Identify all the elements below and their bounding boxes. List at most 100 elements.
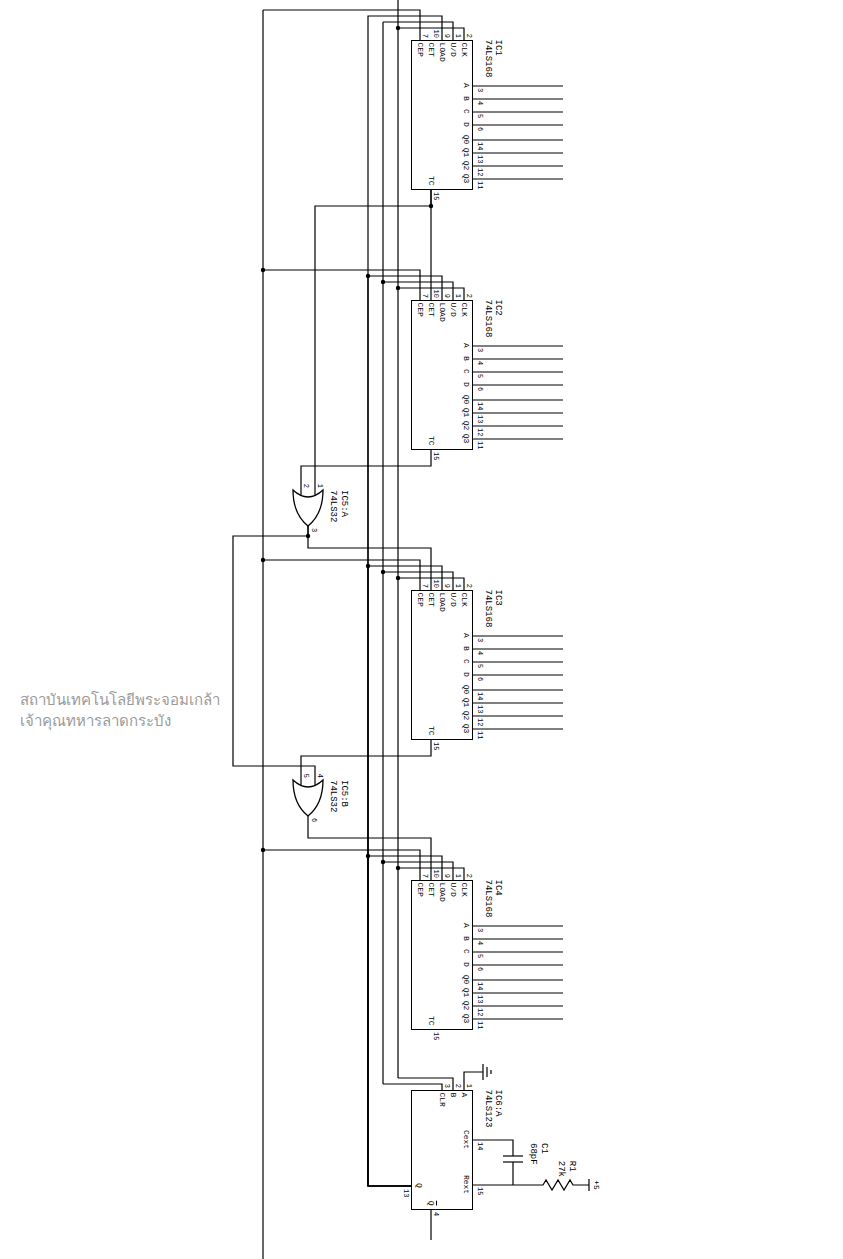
wire	[473, 425, 563, 426]
wire	[473, 992, 563, 993]
or-gate: IC5:B 74LS32	[293, 780, 323, 816]
pin-number: 15	[432, 1032, 439, 1040]
wire	[486, 1067, 487, 1077]
pin-number: 5	[476, 114, 483, 118]
wire	[263, 270, 420, 300]
pin-number: 5	[476, 664, 483, 668]
pin-name: Q2	[463, 711, 471, 721]
pin-number: 14	[476, 692, 483, 700]
pin-name: Q2	[463, 161, 471, 171]
pin-number: 14	[476, 982, 483, 990]
wire	[382, 22, 383, 1084]
pin-name: C	[463, 949, 471, 954]
pin-name: CET	[428, 883, 436, 897]
pin-number: 2	[465, 874, 472, 878]
pin-name: Q1	[463, 408, 471, 418]
pin-name: Q3	[463, 434, 471, 444]
pin-name: CET	[428, 593, 436, 607]
pin-name: U/D	[450, 593, 458, 607]
wire	[473, 412, 563, 413]
pin-name: C	[463, 109, 471, 114]
supply-label: +5	[592, 1180, 600, 1190]
pin-name: LOAD	[439, 593, 447, 612]
wire	[473, 728, 563, 729]
pin-name: Q2	[463, 1001, 471, 1011]
junction-dot	[381, 570, 385, 574]
pin-name: Rext	[463, 1175, 471, 1194]
pin-number: 6	[476, 127, 483, 131]
pin-name: D	[463, 962, 471, 967]
pin-number: 13	[476, 415, 483, 423]
pin-number: 3	[443, 1084, 450, 1088]
counter-ic: IC2 74LS168CLKU/DLOADCETCEPABCDQ0Q1Q2Q3T…	[411, 300, 473, 450]
counter-ic: IC4 74LS168CLKU/DLOADCETCEPABCDQ0Q1Q2Q3T…	[411, 880, 473, 1030]
pin-number: 3	[476, 88, 483, 92]
pin-name: U/D	[450, 883, 458, 897]
pin-name: CET	[428, 303, 436, 317]
pin-number: 2	[465, 34, 472, 38]
component-label: C1 68pF	[527, 1143, 549, 1165]
pin-name: Q3	[463, 174, 471, 184]
pin-number: 14	[476, 1142, 483, 1150]
wire	[473, 661, 563, 662]
wire	[464, 1072, 483, 1090]
wire	[503, 1155, 523, 1156]
pin-name: TC	[428, 726, 436, 736]
pin-number: 15	[432, 452, 439, 460]
pin-number: 13	[476, 705, 483, 713]
counter-ic: IC1 74LS168CLKU/DLOADCETCEPABCDQ0Q1Q2Q3T…	[411, 40, 473, 190]
wire	[473, 964, 563, 965]
pin-name: CEP	[417, 303, 425, 317]
watermark: สถาบันเทคโนโลยีพระจอมเกล้าเจ้าคุณทหารลาด…	[20, 690, 220, 732]
junction-dot	[396, 26, 400, 30]
pin-number: 1	[454, 34, 461, 38]
pin-name: Q	[416, 1183, 424, 1188]
pin-number: 9	[443, 294, 450, 298]
pin-name: Q	[428, 1201, 436, 1206]
pin-name: A	[463, 923, 471, 928]
pin-name: CLK	[461, 43, 469, 57]
pin-name: Cext	[463, 1130, 471, 1149]
pin-number: 12	[476, 428, 483, 436]
pin-number: 10	[432, 870, 439, 878]
pin-number: 13	[476, 155, 483, 163]
part-label: IC2 74LS168	[482, 300, 504, 338]
pin-number: 9	[443, 34, 450, 38]
wire	[263, 10, 420, 40]
wire	[512, 1162, 513, 1185]
pin-number: 4	[476, 941, 483, 945]
junction-dot	[396, 866, 400, 870]
wire-connector	[233, 526, 315, 780]
wire-connector	[301, 450, 431, 490]
pin-name: CLK	[461, 303, 469, 317]
junction-dot	[261, 268, 265, 272]
wire	[473, 124, 563, 125]
wire	[473, 345, 563, 346]
pin-number: 12	[476, 168, 483, 176]
wire	[473, 1180, 589, 1190]
pin-name: TC	[428, 436, 436, 446]
pin-number: 5	[476, 374, 483, 378]
wire	[473, 979, 563, 980]
pin-name: Q0	[463, 685, 471, 695]
pin-name: CEP	[417, 593, 425, 607]
pin-number: 13	[476, 995, 483, 1003]
wire	[473, 178, 563, 179]
wire	[473, 438, 563, 439]
counter-ic: IC3 74LS168CLKU/DLOADCETCEPABCDQ0Q1Q2Q3T…	[411, 590, 473, 740]
pin-name: LOAD	[439, 883, 447, 902]
pin-number: 6	[476, 677, 483, 681]
pin-name: C	[463, 659, 471, 664]
pin-name: Q3	[463, 1014, 471, 1024]
part-label: IC1 74LS168	[482, 40, 504, 78]
pin-name: B	[463, 356, 471, 361]
wire	[473, 139, 563, 140]
wire	[473, 648, 563, 649]
pin-name: CLK	[461, 883, 469, 897]
pin-number: 11	[476, 1021, 483, 1029]
wire	[263, 850, 420, 880]
wire-connector	[308, 816, 431, 880]
wire	[473, 1018, 563, 1019]
pin-number: 4	[432, 1212, 439, 1216]
pin-number: 4	[316, 774, 323, 778]
